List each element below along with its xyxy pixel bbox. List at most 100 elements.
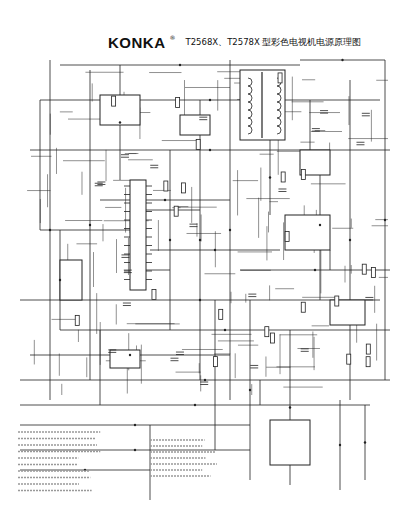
wire <box>150 250 280 251</box>
wire <box>345 266 346 283</box>
wire <box>311 183 346 184</box>
component-symbol <box>108 350 116 353</box>
wire <box>280 334 281 374</box>
component-symbol <box>371 267 375 277</box>
note-lines <box>18 438 95 440</box>
wire <box>292 77 293 121</box>
wire <box>20 425 250 426</box>
wire <box>20 405 370 406</box>
transformer-winding <box>277 102 281 110</box>
wire <box>230 60 231 400</box>
wire <box>106 150 107 181</box>
junction-dot <box>49 229 51 231</box>
wire <box>332 228 353 229</box>
wire <box>214 353 230 354</box>
wire <box>105 207 121 208</box>
wire <box>348 96 349 125</box>
component-symbol <box>366 344 370 354</box>
wire <box>231 292 232 303</box>
wire <box>240 270 390 271</box>
ic-pin <box>146 186 152 187</box>
wire <box>240 270 270 271</box>
wire <box>100 322 101 365</box>
wire <box>59 354 60 376</box>
junction-dot <box>119 121 121 123</box>
junction-dot <box>229 229 231 231</box>
component-symbol <box>362 113 370 116</box>
junction-dot <box>209 149 211 151</box>
wire <box>258 198 259 238</box>
ic-package <box>180 115 210 135</box>
wire <box>182 349 223 350</box>
junction-dot <box>249 389 251 391</box>
component-symbol <box>347 354 351 364</box>
junction-dot <box>214 249 216 251</box>
note-lines <box>150 463 217 465</box>
wire <box>270 140 271 215</box>
wire <box>379 277 388 278</box>
component-symbol <box>174 206 178 216</box>
wire <box>52 319 78 320</box>
component-symbol <box>200 382 208 385</box>
ic-pin <box>124 271 130 272</box>
component-symbol <box>248 294 256 297</box>
component-symbol <box>320 111 328 114</box>
component-symbol <box>356 142 364 145</box>
wire <box>187 233 222 234</box>
wire <box>128 238 129 275</box>
wire <box>176 372 201 373</box>
wire <box>385 60 386 380</box>
junction-dot <box>364 441 366 443</box>
wire <box>31 156 51 157</box>
wire <box>314 337 315 370</box>
component-symbol <box>335 296 339 306</box>
wire <box>40 199 41 223</box>
wire <box>310 100 311 150</box>
component-symbol <box>312 129 320 132</box>
wire <box>81 172 82 195</box>
wire <box>277 151 300 152</box>
wire <box>260 380 261 405</box>
transformer-winding <box>248 110 252 118</box>
note-lines <box>150 439 205 441</box>
junction-dot <box>164 199 166 201</box>
ic-pin <box>124 237 130 238</box>
component-symbol <box>265 327 269 337</box>
note-lines <box>18 444 97 446</box>
wire <box>63 160 105 161</box>
wire <box>40 230 130 231</box>
component-symbol <box>181 183 185 193</box>
component-symbol <box>170 358 178 361</box>
wire <box>235 353 236 378</box>
component-symbol <box>189 224 197 227</box>
wire <box>61 384 62 395</box>
wire <box>30 150 390 151</box>
component-symbol <box>301 302 305 312</box>
transformer-winding <box>248 118 252 126</box>
ic-pin <box>146 262 152 263</box>
component-symbol <box>366 357 370 367</box>
wire <box>311 131 342 132</box>
component-symbol <box>199 117 207 120</box>
wire <box>348 138 388 139</box>
component-symbol <box>112 96 116 106</box>
wire <box>269 285 270 300</box>
ic-pin <box>124 186 130 187</box>
component-symbol <box>278 189 286 192</box>
wire <box>350 80 351 400</box>
component-symbol <box>152 290 156 300</box>
wire <box>266 226 267 260</box>
transformer-winding <box>277 94 281 102</box>
junction-dot <box>134 424 136 426</box>
wire <box>283 222 284 260</box>
wire <box>351 219 352 228</box>
transformer-winding <box>277 110 281 118</box>
wire <box>40 100 41 230</box>
wire <box>238 345 258 346</box>
wire <box>365 405 366 480</box>
brand-logo: KONKA <box>108 34 166 51</box>
wire <box>90 70 91 380</box>
junction-dot <box>59 279 61 281</box>
junction-dot <box>349 239 351 241</box>
wire <box>302 79 315 80</box>
